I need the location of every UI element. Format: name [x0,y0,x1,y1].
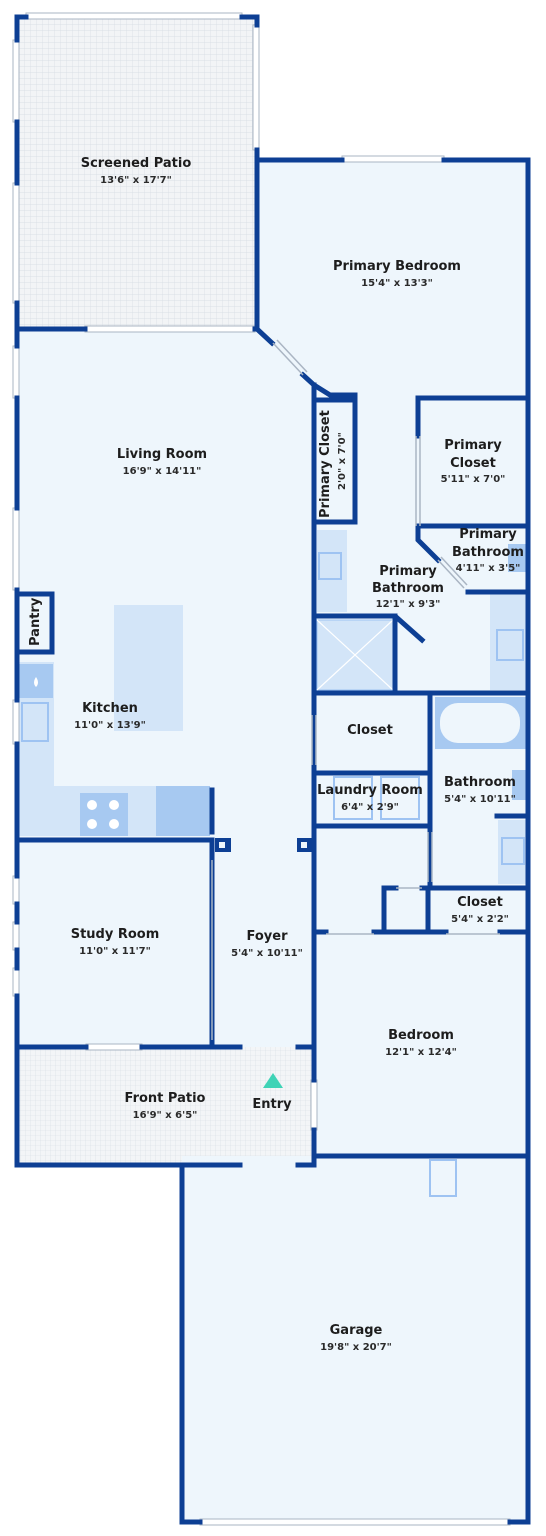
primary-bedroom-dim: 15'4" x 13'3" [361,278,433,289]
window [12,182,20,304]
garage-sink [429,1159,457,1197]
primary-bathroom-a-label-1: Primary [459,527,517,542]
kitchen-island [114,605,183,731]
burner [109,819,119,829]
laundry-label: Laundry Room [317,783,423,798]
hall-toilet [512,770,526,800]
dishwasher-mark [34,677,38,687]
dryer [380,776,420,820]
entry-marker-icon [263,1073,283,1088]
burner [87,800,97,810]
garage-label: Garage [330,1323,383,1338]
burner [87,819,97,829]
window [12,967,20,997]
bedroom-label: Bedroom [388,1028,454,1043]
primary-bathroom-b-label-1: Primary [379,564,437,579]
window [12,699,20,745]
fridge [156,786,210,836]
wall [254,157,276,347]
study-room-label: Study Room [71,927,160,942]
primary-bedroom-label: Primary Bedroom [333,259,461,274]
primary-closet-a-label: Primary Closet [318,410,333,518]
sink-left [318,552,342,580]
primary-bathroom-a-label-2: Bathroom [452,545,524,560]
primary-bathroom-a-dim: 4'11" x 3'5" [456,563,521,574]
window [84,325,256,333]
wall [311,690,531,888]
foyer-label: Foyer [247,929,289,944]
window [12,39,20,123]
foyer-dim: 5'4" x 10'11" [231,948,303,959]
closet-b-label: Closet [457,895,503,910]
main-floor [17,160,528,395]
bedroom-floor [314,932,528,1156]
window [12,875,20,905]
wall [311,397,358,525]
window [12,345,20,399]
wall-post-holes [219,842,307,848]
laundry-dim: 6'4" x 2'9" [341,802,399,813]
room-labels: Screened Patio 13'6" x 17'7" Primary Bed… [28,156,524,1353]
hall-sink [501,837,525,865]
closet-a-label: Closet [347,723,393,738]
wall [299,371,358,398]
kitchen-label: Kitchen [82,701,138,716]
front-patio-label: Front Patio [125,1091,206,1106]
shower-drain-lines [316,619,394,691]
window [252,24,260,151]
cooktop [80,793,128,836]
sink-right [496,629,524,661]
window [25,12,243,20]
screened-patio-floor [17,17,257,329]
window [310,1079,318,1131]
fixtures [19,530,527,1197]
primary-closet-b-dim: 5'11" x 7'0" [441,474,506,485]
wall [381,885,531,935]
wall [311,613,426,693]
screened-patio-dim: 13'6" x 17'7" [100,175,172,186]
vanity-left [317,530,347,612]
wall [14,591,55,655]
kitchen-sink [21,702,49,742]
primary-closet-b-label-1: Primary [444,438,502,453]
toilet [508,544,526,572]
bathroom-dim: 5'4" x 10'11" [444,794,516,805]
washer [333,776,373,820]
bedroom-dim: 12'1" x 12'4" [385,1047,457,1058]
front-patio-floor [17,1047,314,1165]
pantry-label: Pantry [28,597,43,646]
window [12,507,20,591]
entry-label: Entry [252,1097,292,1112]
vanity-right [490,594,526,690]
wall [254,157,531,1525]
window [199,1518,511,1526]
front-patio-dim: 16'9" x 6'5" [133,1110,198,1121]
living-room-label: Living Room [117,447,207,462]
floors [17,17,528,1522]
study-room-dim: 11'0" x 11'7" [79,946,151,957]
burner [109,800,119,810]
bathtub-inner [440,703,520,743]
window [341,155,445,163]
door-frames [211,339,500,1040]
primary-closet-a-dim: 2'0" x 7'0" [337,432,348,490]
wall [415,395,531,564]
living-room-dim: 16'9" x 14'11" [123,466,202,477]
garage-dim: 19'8" x 20'7" [320,1342,392,1353]
garage-floor [182,1156,528,1522]
kitchen-dim: 11'0" x 13'9" [74,720,146,731]
window [85,1043,143,1051]
bathroom-label: Bathroom [444,775,516,790]
primary-closet-b-label-2: Closet [450,456,496,471]
primary-bathroom-b-dim: 12'1" x 9'3" [376,599,441,610]
screened-patio-label: Screened Patio [81,156,192,171]
window [12,921,20,951]
wall [179,1162,531,1525]
wall [311,770,433,829]
primary-bathroom-b-label-2: Bathroom [372,581,444,596]
closet-b-dim: 5'4" x 2'2" [451,914,509,925]
